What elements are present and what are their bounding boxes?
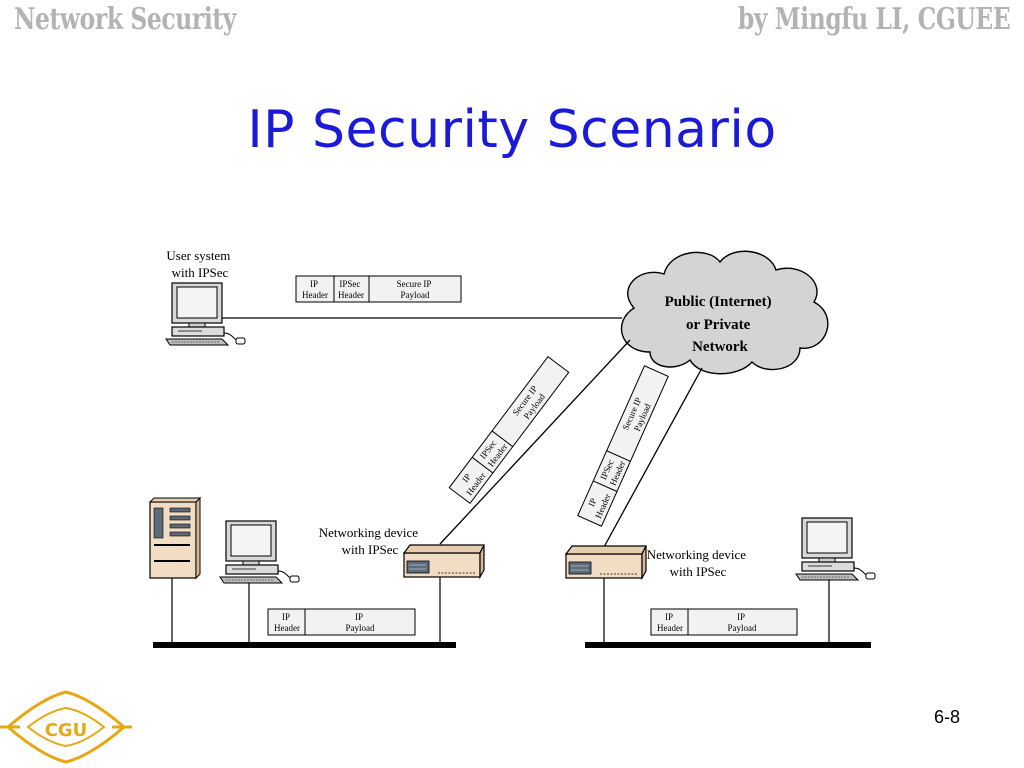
logo-text: CGU bbox=[45, 720, 88, 741]
packet-ip-payload-label: IP Payload bbox=[728, 612, 757, 633]
left-networking-device-icon bbox=[403, 544, 485, 578]
left-diagonal-packet: IP Header IPSec Header Secure IP Payload bbox=[448, 355, 570, 505]
network-cloud: Public (Internet) or Private Network bbox=[620, 250, 829, 375]
right-lan: Networking device with IPSec IP Header I… bbox=[565, 517, 876, 648]
slide-title: IP Security Scenario bbox=[247, 100, 777, 160]
left-lan-computer-icon bbox=[219, 520, 300, 584]
cgu-logo: CGU bbox=[0, 690, 132, 764]
user-computer-icon bbox=[165, 282, 246, 346]
top-secure-packet: IP Header IPSec Header Secure IP Payload bbox=[295, 275, 462, 303]
cloud-label: Public (Internet) or Private Network bbox=[665, 294, 776, 355]
right-plain-packet: IP Header IP Payload bbox=[650, 608, 798, 636]
packet-secure-payload-label: Secure IP Payload bbox=[397, 279, 434, 300]
right-wan-link bbox=[603, 367, 703, 548]
right-diagonal-packet: IP Header IPSec Header Secure IP Payload bbox=[577, 365, 669, 527]
right-networking-device-icon bbox=[565, 545, 647, 579]
left-wan-link bbox=[439, 339, 631, 545]
right-lan-computer-icon bbox=[795, 517, 876, 581]
page-number: 6-8 bbox=[934, 707, 961, 727]
right-lan-bus bbox=[585, 642, 871, 648]
left-device-label: Networking device with IPSec bbox=[319, 525, 422, 557]
packet-ip-header-label: IP Header bbox=[274, 612, 300, 633]
packet-ip-payload-label: IP Payload bbox=[346, 612, 375, 633]
left-lan: Networking device with IPSec IP Header I… bbox=[148, 496, 485, 648]
server-icon bbox=[148, 496, 202, 580]
packet-ip-header-label: IP Header bbox=[302, 279, 328, 300]
packet-ip-header-label: IP Header bbox=[657, 612, 683, 633]
header-author: by Mingfu LI, CGUEE bbox=[737, 2, 1011, 37]
left-plain-packet: IP Header IP Payload bbox=[267, 608, 416, 636]
header-course-title: Network Security bbox=[14, 2, 236, 37]
user-system-label: User system with IPSec bbox=[166, 248, 233, 280]
packet-ipsec-header-label: IPSec Header bbox=[338, 279, 364, 300]
left-lan-bus bbox=[153, 642, 456, 648]
right-device-label: Networking device with IPSec bbox=[647, 547, 750, 579]
